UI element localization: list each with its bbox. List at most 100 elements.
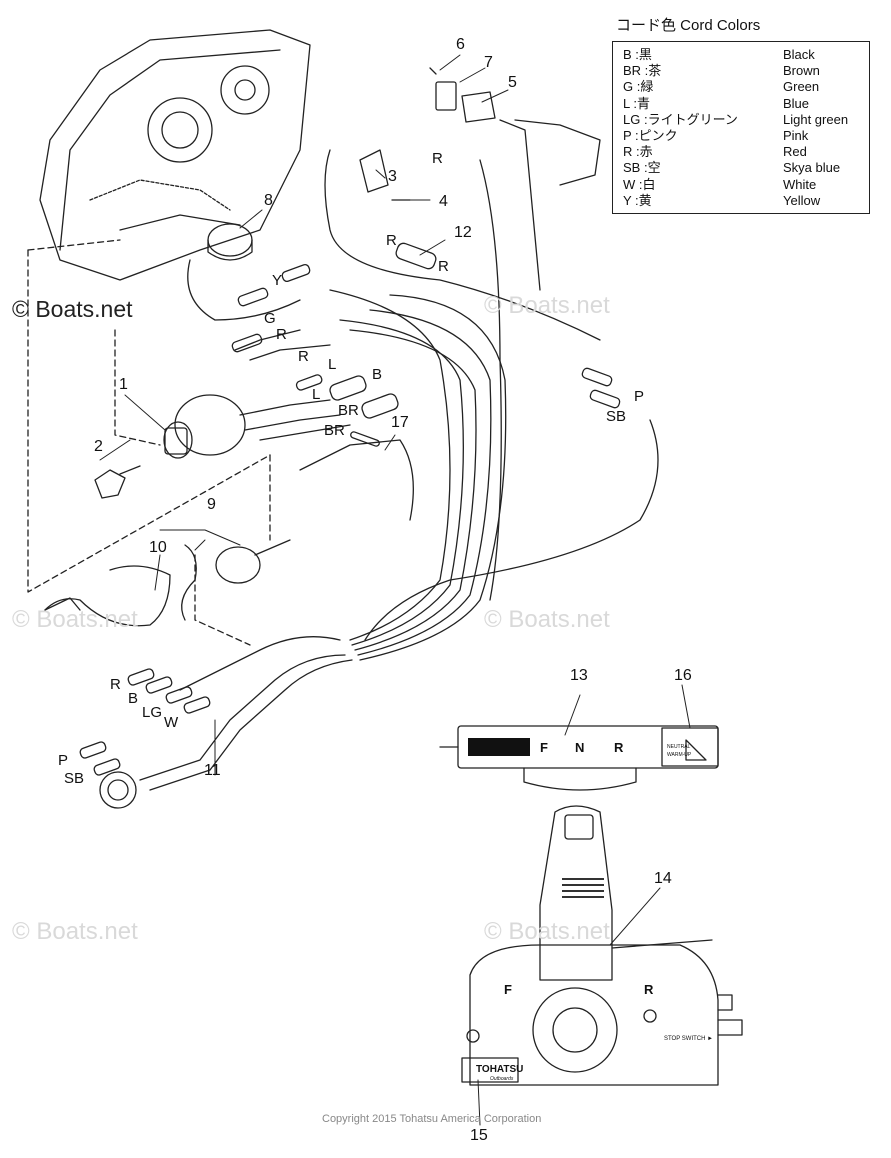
- wire-label-r: R: [298, 348, 309, 365]
- legend-color-name: Red: [783, 144, 807, 160]
- callout-14: 14: [654, 870, 672, 887]
- wire-label-l: L: [312, 386, 321, 403]
- wire-label-r: R: [386, 232, 397, 249]
- wire-label-br: BR: [324, 422, 345, 439]
- callout-10: 10: [149, 539, 167, 556]
- wire-label-l: L: [328, 356, 337, 373]
- legend-code: SB :空: [623, 160, 661, 176]
- ignition-key: [94, 465, 141, 499]
- legend-row: G :緑 Green: [623, 79, 859, 95]
- wire-label-w: W: [164, 714, 179, 731]
- callout-13: 13: [570, 667, 588, 684]
- callout-3: 3: [388, 168, 397, 185]
- wire-label-g: G: [264, 310, 276, 327]
- lever-ribs: [562, 878, 604, 898]
- callout-1: 1: [119, 376, 128, 393]
- legend-color-name: Pink: [783, 128, 809, 144]
- legend-code: P :ピンク: [623, 128, 678, 144]
- control-lever: [461, 805, 743, 1086]
- callout-7: 7: [484, 54, 493, 71]
- brand-sub-text: Outboards: [490, 1076, 514, 1082]
- legend-row: R :赤 Red: [623, 144, 859, 160]
- legend-row: W :白 White: [623, 177, 859, 193]
- stop-switch-text: STOP SWITCH ►: [664, 1036, 713, 1042]
- legend-code: Y :黄: [623, 192, 652, 208]
- wire-label-lg: LG: [142, 704, 163, 721]
- callout-15: 15: [470, 1127, 488, 1144]
- lever-f-text: F: [504, 982, 512, 997]
- legend-color-name: Blue: [783, 95, 810, 111]
- wire-label-y: Y: [272, 272, 283, 289]
- watermark: © Boats.net: [12, 918, 138, 945]
- callout-4: 4: [439, 193, 448, 210]
- callout-leaders: [99, 54, 691, 1126]
- gauge-n-text: N: [575, 740, 584, 755]
- warn-text-2: WARM-UP: [667, 752, 692, 758]
- copyright-text: Copyright 2015 Tohatsu America Corporati…: [322, 1113, 542, 1125]
- legend-color-name: Green: [783, 79, 820, 95]
- gauge-f-text: F: [540, 740, 548, 755]
- watermark: © Boats.net: [484, 292, 610, 319]
- legend-row: Y :黄 Yellow: [623, 193, 859, 209]
- callout-5: 5: [508, 74, 517, 91]
- stop-switch-lanyard: [44, 539, 291, 627]
- legend-code: LG :ライトグリーン: [623, 111, 738, 127]
- control-housing: [39, 29, 311, 281]
- wire-label-sb: SB: [64, 770, 85, 787]
- legend-color-name: White: [783, 176, 817, 192]
- warn-text-1: NEUTRAL: [667, 744, 691, 750]
- wire-connectors: [231, 242, 621, 447]
- ignition-switch: [163, 394, 246, 459]
- legend-color-name: Brown: [783, 63, 820, 79]
- legend-code: B :黒: [623, 47, 652, 62]
- wire-label-b: B: [128, 690, 139, 707]
- decal-texts: F N R NEUTRAL WARM-UP F R STOP SWITCH ► …: [476, 740, 713, 1082]
- legend-code: R :赤: [623, 144, 653, 160]
- legend-color-name: Skya blue: [783, 160, 841, 176]
- trim-switch-parts: [429, 67, 601, 291]
- wire-label-br: BR: [338, 402, 359, 419]
- gauge-fill-bar: [468, 738, 530, 756]
- wire-label-p: P: [58, 752, 69, 769]
- buzzer: [207, 223, 253, 261]
- watermark: © Boats.net: [484, 918, 610, 945]
- legend-row: SB :空 Skya blue: [623, 160, 859, 176]
- callout-16: 16: [674, 667, 692, 684]
- legend-row: LG :ライトグリーン Light green: [623, 112, 859, 128]
- legend-color-name: Yellow: [783, 192, 821, 208]
- legend-color-name: Light green: [783, 111, 849, 127]
- legend-row: L :青 Blue: [623, 96, 859, 112]
- connector-3: [359, 149, 411, 201]
- wire-label-sb: SB: [606, 408, 627, 425]
- legend-code: G :緑: [623, 79, 654, 95]
- legend-row: P :ピンク Pink: [623, 128, 859, 144]
- wire-bundle: [187, 149, 659, 661]
- legend-code: BR :茶: [623, 63, 662, 79]
- callout-17: 17: [391, 414, 409, 431]
- wire-label-r: R: [110, 676, 121, 693]
- wire-label-p: P: [634, 388, 645, 405]
- wire-label-b: B: [372, 366, 383, 383]
- callout-2: 2: [94, 438, 103, 455]
- lever-r-text: R: [644, 982, 654, 997]
- main-harness: [79, 636, 353, 809]
- watermark: © Boats.net: [12, 606, 138, 633]
- wire-label-r: R: [432, 150, 443, 167]
- gauge-r-text: R: [614, 740, 624, 755]
- callout-11: 11: [204, 762, 221, 779]
- watermark: © Boats.net: [484, 606, 610, 633]
- callout-8: 8: [264, 192, 273, 209]
- watermark-main: © Boats.net: [12, 296, 133, 322]
- legend-code: L :青: [623, 95, 650, 111]
- wire-label-r: R: [438, 258, 449, 275]
- callout-6: 6: [456, 36, 465, 53]
- callout-12: 12: [454, 224, 472, 241]
- brand-text: TOHATSU: [476, 1064, 523, 1075]
- neutral-gauge: [439, 725, 719, 791]
- legend-code: W :白: [623, 176, 656, 192]
- legend-title: コード色 Cord Colors: [616, 17, 761, 34]
- legend-row: BR :茶 Brown: [623, 63, 859, 79]
